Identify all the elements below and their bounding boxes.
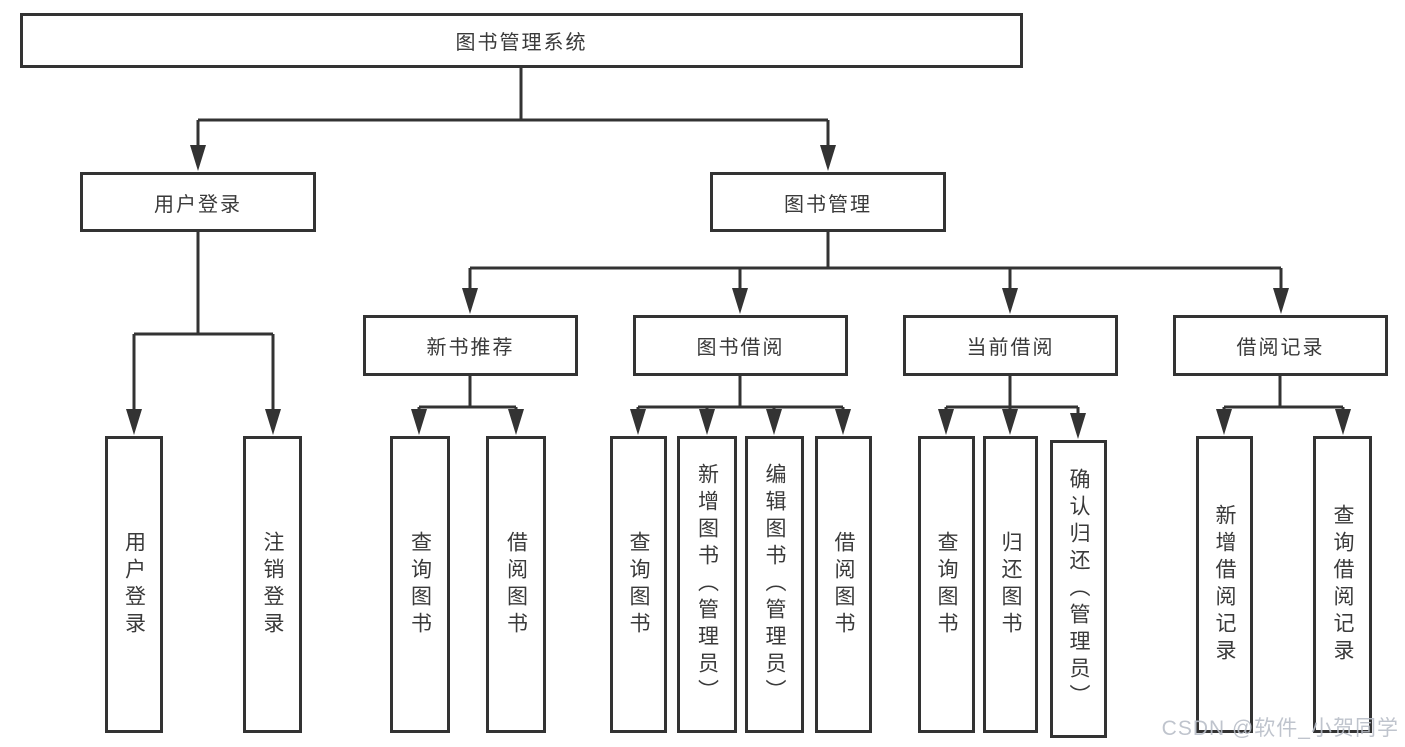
node-root: 图书管理系统 (20, 13, 1023, 68)
leaf-add-books-admin-label: 新增图书（管理员） (695, 463, 719, 706)
arrowhead-icons (126, 145, 1351, 439)
node-book-management-label: 图书管理 (784, 193, 872, 216)
leaf-confirm-return-admin: 确认归还（管理员） (1050, 440, 1107, 738)
leaf-borrow-books-recommend: 借阅图书 (486, 436, 546, 733)
leaf-query-books-current: 查询图书 (918, 436, 975, 733)
leaf-logout-label: 注销登录 (261, 530, 284, 639)
node-borrowing-records-label: 借阅记录 (1236, 337, 1325, 359)
leaf-query-books-borrowing-label: 查询图书 (627, 530, 650, 639)
leaf-query-books-current-label: 查询图书 (935, 530, 958, 639)
leaf-query-books-recommend-label: 查询图书 (408, 530, 432, 639)
node-new-book-recommendation: 新书推荐 (363, 315, 578, 376)
leaf-borrow-books: 借阅图书 (815, 436, 872, 733)
node-current-borrowing: 当前借阅 (903, 315, 1118, 376)
node-root-label: 图书管理系统 (455, 32, 588, 54)
leaf-return-books-label: 归还图书 (999, 530, 1022, 639)
leaf-user-login-label: 用户登录 (122, 530, 146, 639)
leaf-add-books-admin: 新增图书（管理员） (677, 436, 737, 733)
leaf-user-login: 用户登录 (105, 436, 163, 733)
leaf-edit-books-admin: 编辑图书（管理员） (745, 436, 804, 733)
watermark-text: CSDN @软件_小贺同学 (1161, 717, 1399, 740)
node-user-login: 用户登录 (80, 172, 316, 232)
leaf-borrow-books-label: 借阅图书 (832, 530, 855, 639)
leaf-query-books-borrowing: 查询图书 (610, 436, 667, 733)
leaf-borrow-books-recommend-label: 借阅图书 (504, 530, 528, 639)
leaf-add-borrow-record: 新增借阅记录 (1196, 436, 1253, 733)
leaf-logout: 注销登录 (243, 436, 302, 733)
leaf-confirm-return-admin-label: 确认归还（管理员） (1067, 467, 1090, 711)
node-book-borrowing: 图书借阅 (633, 315, 848, 376)
node-book-borrowing-label: 图书借阅 (696, 337, 785, 359)
leaf-add-borrow-record-label: 新增借阅记录 (1213, 503, 1236, 666)
node-borrowing-records: 借阅记录 (1173, 315, 1388, 376)
node-new-book-recommendation-label: 新书推荐 (426, 337, 515, 359)
leaf-query-borrow-record-label: 查询借阅记录 (1331, 503, 1354, 666)
node-book-management: 图书管理 (710, 172, 946, 232)
node-user-login-label: 用户登录 (154, 193, 242, 216)
leaf-edit-books-admin-label: 编辑图书（管理员） (763, 463, 786, 706)
leaf-return-books: 归还图书 (983, 436, 1038, 733)
leaf-query-borrow-record: 查询借阅记录 (1313, 436, 1372, 733)
leaf-query-books-recommend: 查询图书 (390, 436, 450, 733)
node-current-borrowing-label: 当前借阅 (966, 337, 1055, 359)
